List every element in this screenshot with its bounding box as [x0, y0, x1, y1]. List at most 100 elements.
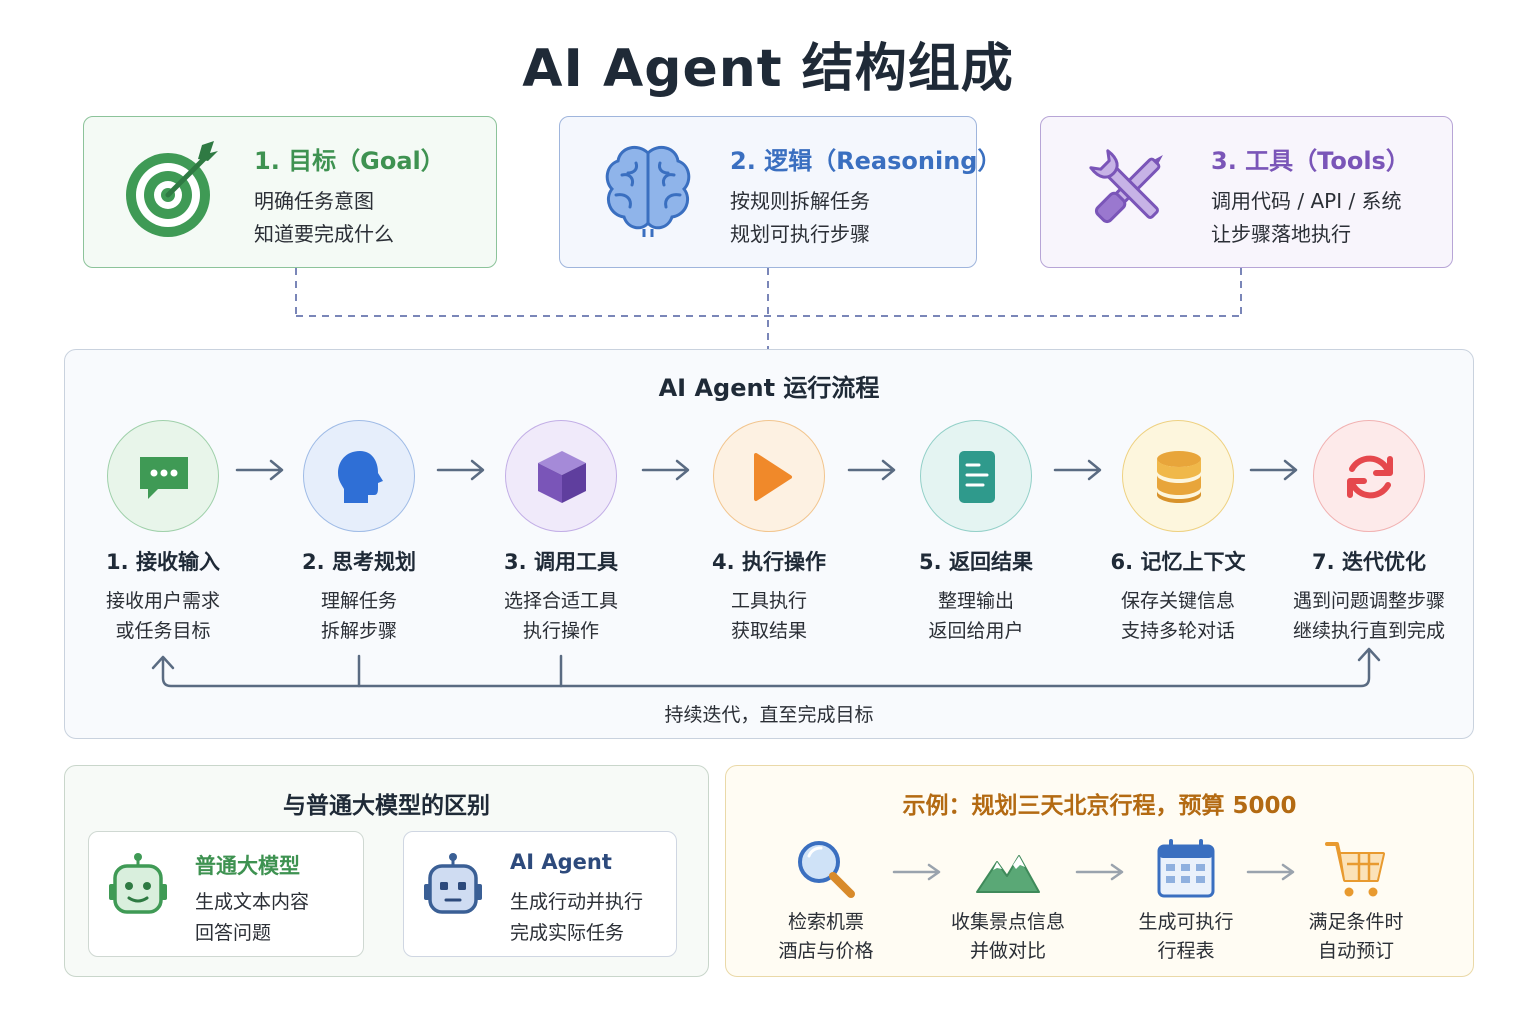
brain-icon [605, 145, 691, 237]
flow-step-line-1: 理解任务 [320, 590, 397, 612]
flow-step-line-2: 获取结果 [730, 620, 807, 642]
example-step-line-2: 并做对比 [969, 940, 1046, 962]
magnifier-icon [798, 841, 855, 898]
goal-line-1: 明确任务意图 [254, 189, 374, 213]
flow-title: AI Agent 运行流程 [658, 374, 880, 402]
page-title: AI Agent 结构组成 [522, 39, 1014, 99]
flow-step-line-1: 接收用户需求 [105, 590, 220, 612]
tools-line-2: 让步骤落地执行 [1211, 222, 1351, 246]
goal-title: 1. 目标（Goal） [254, 147, 445, 175]
tools-line-1: 调用代码 / API / 系统 [1211, 189, 1402, 213]
calendar-icon [1157, 839, 1215, 898]
loop-label: 持续迭代，直至完成目标 [664, 704, 874, 726]
flow-step-plan: 2. 思考规划 理解任务 拆解步骤 [259, 420, 459, 646]
flow-step-line-1: 选择合适工具 [503, 590, 618, 612]
flow-arrow [1053, 459, 1102, 481]
flow-step-circle [713, 420, 825, 532]
flow-arrow [436, 459, 485, 481]
robot-icon [424, 853, 482, 914]
example-title: 示例：规划三天北京行程，预算 5000 [902, 793, 1297, 819]
flow-step-circle [920, 420, 1032, 532]
wrench-screwdriver-icon [1089, 149, 1163, 224]
flow-step-title: 6. 记忆上下文 [1110, 550, 1246, 574]
flow-step-iterate: 7. 迭代优化 遇到问题调整步骤 继续执行直到完成 [1269, 420, 1469, 646]
flow-step-return: 5. 返回结果 整理输出 返回给用户 [876, 420, 1076, 646]
chat-bubble-icon [140, 457, 188, 499]
flow-step-line-2: 拆解步骤 [320, 620, 397, 642]
ai-agent-line-1: 生成行动并执行 [510, 891, 644, 913]
comparison-title: 与普通大模型的区别 [283, 793, 490, 819]
tools-title: 3. 工具（Tools） [1211, 147, 1410, 175]
reasoning-line-1: 按规则拆解任务 [730, 189, 870, 213]
cart-icon [1325, 842, 1385, 897]
example-step-itinerary: 生成可执行 行程表 [1096, 838, 1276, 966]
example-step-line-2: 酒店与价格 [778, 940, 874, 962]
example-step-line-2: 行程表 [1157, 940, 1215, 962]
flow-step-title: 1. 接收输入 [106, 550, 220, 574]
ai-agent-title: AI Agent [510, 850, 612, 874]
head-profile-icon [338, 451, 383, 503]
reasoning-card: 2. 逻辑（Reasoning） 按规则拆解任务 规划可执行步骤 [559, 116, 1001, 268]
example-step-line-1: 生成可执行 [1138, 911, 1234, 933]
flow-step-line-1: 遇到问题调整步骤 [1292, 590, 1445, 612]
flow-arrow [641, 459, 690, 481]
normal-llm-title: 普通大模型 [195, 854, 300, 878]
example-arrow [892, 863, 941, 881]
example-step-line-1: 满足条件时 [1308, 911, 1404, 933]
iteration-loop-arrow [151, 647, 1381, 688]
flow-step-title: 7. 迭代优化 [1312, 550, 1426, 574]
mountain-icon [976, 855, 1040, 893]
flow-step-title: 5. 返回结果 [919, 550, 1033, 574]
reasoning-line-2: 规划可执行步骤 [730, 222, 870, 246]
flow-step-execute: 4. 执行操作 工具执行 获取结果 [669, 420, 869, 646]
flow-step-line-2: 或任务目标 [115, 620, 211, 642]
database-icon [1157, 451, 1201, 503]
cube-icon [538, 451, 586, 503]
flow-step-line-1: 工具执行 [730, 590, 807, 612]
flow-step-title: 2. 思考规划 [302, 550, 416, 574]
normal-llm-line-1: 生成文本内容 [195, 891, 310, 913]
refresh-icon [1347, 455, 1393, 499]
example-step-attractions: 收集景点信息 并做对比 [918, 838, 1098, 966]
flow-step-circle [107, 420, 219, 532]
flow-step-title: 3. 调用工具 [504, 550, 618, 574]
example-arrow [1075, 863, 1124, 881]
flow-step-memory: 6. 记忆上下文 保存关键信息 支持多轮对话 [1078, 420, 1278, 646]
example-step-search: 检索机票 酒店与价格 [736, 838, 916, 966]
document-icon [959, 451, 995, 503]
flow-step-circle [303, 420, 415, 532]
example-step-line-1: 检索机票 [787, 911, 864, 933]
play-icon [754, 453, 792, 501]
flow-step-line-1: 保存关键信息 [1120, 590, 1235, 612]
flow-arrow [235, 459, 284, 481]
comparison-panel: 与普通大模型的区别 普通大模型 生成文本内容 回答问题 AI Agent 生成行… [64, 765, 709, 977]
goal-line-2: 知道要完成什么 [254, 222, 394, 246]
robot-icon [109, 853, 167, 914]
example-step-booking: 满足条件时 自动预订 [1266, 838, 1446, 966]
example-step-line-2: 自动预订 [1317, 940, 1394, 962]
flow-arrow [1249, 459, 1298, 481]
flow-step-input: 1. 接收输入 接收用户需求 或任务目标 [63, 420, 263, 646]
normal-llm-line-2: 回答问题 [195, 922, 272, 944]
goal-card: 1. 目标（Goal） 明确任务意图 知道要完成什么 [83, 116, 497, 268]
flow-step-title: 4. 执行操作 [712, 550, 826, 574]
flow-panel: AI Agent 运行流程 1. 接收输入 接收用户需求 或任务目标 2. 思考… [64, 349, 1474, 739]
example-arrow [1246, 863, 1295, 881]
flow-step-circle [505, 420, 617, 532]
normal-llm-card: 普通大模型 生成文本内容 回答问题 [88, 831, 364, 957]
ai-agent-card: AI Agent 生成行动并执行 完成实际任务 [403, 831, 677, 957]
flow-step-line-2: 返回给用户 [928, 620, 1024, 642]
ai-agent-line-2: 完成实际任务 [510, 922, 625, 944]
flow-step-line-2: 执行操作 [522, 620, 599, 642]
flow-step-circle [1122, 420, 1234, 532]
reasoning-title: 2. 逻辑（Reasoning） [730, 147, 1002, 175]
flow-step-line-2: 支持多轮对话 [1120, 620, 1235, 642]
flow-step-line-1: 整理输出 [937, 590, 1014, 612]
example-step-line-1: 收集景点信息 [950, 911, 1065, 933]
flow-step-tool: 3. 调用工具 选择合适工具 执行操作 [461, 420, 661, 646]
flow-step-line-2: 继续执行直到完成 [1292, 620, 1445, 642]
tools-card: 3. 工具（Tools） 调用代码 / API / 系统 让步骤落地执行 [1040, 116, 1453, 268]
target-icon [126, 141, 218, 237]
example-panel: 示例：规划三天北京行程，预算 5000 检索机票 酒店与价格 收集景点信息 并做… [725, 765, 1474, 977]
flow-arrow [847, 459, 896, 481]
